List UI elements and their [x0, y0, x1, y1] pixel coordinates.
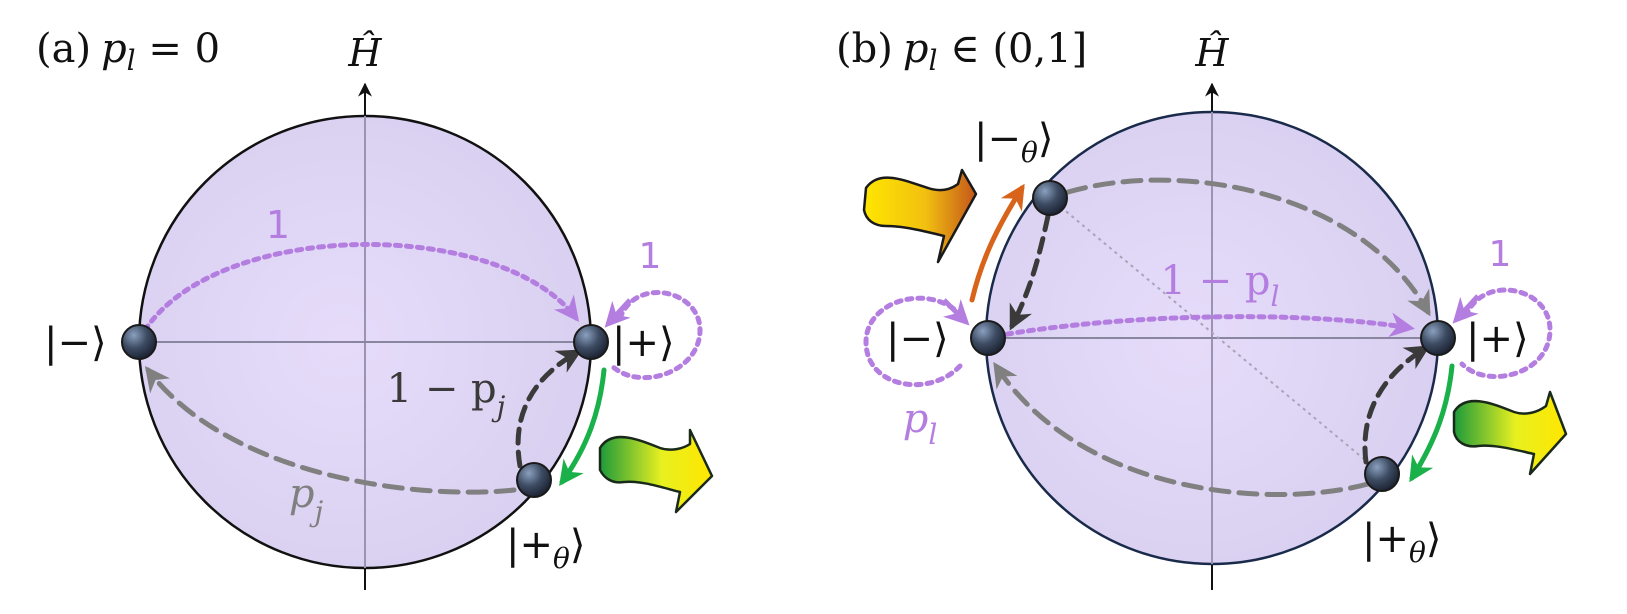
panel-b-plus-label: |+⟩ [1466, 316, 1529, 362]
panel-b-minus-theta-close: ⟩ [1038, 116, 1054, 162]
panel-a-cond-rest: = 0 [136, 26, 220, 72]
panel-a-plus-theta-sub: θ [553, 542, 570, 575]
panel-b-absorption-arrow [862, 168, 978, 264]
panel-b-self-loop-plus [1459, 287, 1553, 379]
panel-b-title: (b)pl ∈ (0,1] [836, 26, 1087, 77]
panel-b-green-arc [1409, 363, 1455, 483]
panel-b-middle-label: 1 − pl [1161, 258, 1280, 313]
panel-a-self-loop [609, 290, 703, 381]
panel-b-plus-theta-sub: θ [1409, 536, 1426, 569]
panel-b-cond-sub: l [928, 44, 937, 77]
panel-b-axis-label: Ĥ [1194, 31, 1229, 75]
panel-a-plus-theta-main: |+ [506, 522, 553, 568]
panel-b-state-plus-theta-bead [1364, 456, 1400, 492]
panel-b-self-loop-minus-label: pl [903, 396, 938, 451]
panel-a-cond-var: p [101, 26, 127, 72]
panel-b-minus-theta-sub: θ [1021, 136, 1038, 169]
panel-b-emission-arrow [1452, 390, 1568, 476]
panel-a-axis-label: Ĥ [347, 31, 382, 75]
panel-b-self-loop-minus-head [942, 298, 970, 326]
panel-b-minus-theta-label: |−θ⟩ [974, 116, 1053, 169]
panel-a-self-loop-head [604, 298, 632, 328]
panel-b-state-minus-bead [970, 320, 1006, 356]
panel-b-minus-label: |−⟩ [886, 316, 949, 362]
panel-a-emission-arrow [598, 428, 714, 514]
panel-a-state-plus-theta-bead [516, 462, 552, 498]
panel-a-return-main: 1 − p [387, 366, 497, 412]
panel-a-title: (a)pl = 0 [36, 26, 220, 77]
panel-b-tag: (b) [836, 26, 893, 72]
panel-b-orange-arc [969, 183, 1025, 303]
panel-a-top-arc [142, 242, 580, 333]
panel-b-diagonal-line [1049, 197, 1383, 475]
panel-b-plus-theta-label: |+θ⟩ [1362, 516, 1441, 569]
panel-b-dark-arc-left [1009, 213, 1051, 331]
panel-a-plus-label: |+⟩ [612, 320, 675, 366]
panel-b-middle-main: 1 − p [1161, 258, 1271, 304]
panel-b: (b)pl ∈ (0,1] Ĥ 1 − pl pl 1 [836, 26, 1568, 590]
panel-b-cond-var: p [903, 26, 929, 72]
panel-b-plus-theta-main: |+ [1362, 516, 1409, 562]
panel-b-self-loop-plus-label: 1 [1489, 234, 1512, 275]
panel-b-middle-arc [993, 312, 1415, 339]
panel-a-top-arc-label: 1 [266, 203, 290, 247]
panel-a-tag: (a) [36, 26, 91, 72]
panel-b-middle-sub: l [1271, 280, 1280, 313]
panel-b-minus-theta-main: |− [974, 116, 1021, 162]
panel-b-loop-minus-main: p [903, 396, 929, 442]
panel-a-return-label: 1 − pj [387, 366, 506, 423]
panel-a-green-arc [559, 367, 607, 487]
panel-b-loop-minus-sub: l [928, 418, 937, 451]
panel-b-plus-theta-close: ⟩ [1426, 516, 1442, 562]
panel-b-state-minus-theta-bead [1032, 180, 1068, 216]
panel-b-self-loop-minus [863, 295, 965, 388]
panel-a-bottom-main: p [289, 471, 315, 517]
panel-b-dark-arc-right [1362, 345, 1431, 465]
panel-b-bottom-arc [993, 361, 1371, 497]
panel-a-plus-theta-label: |+θ⟩ [506, 522, 585, 575]
panel-a-self-loop-label: 1 [639, 236, 662, 277]
panel-a: (a)pl = 0 Ĥ 1 1 pj 1 − pj |−⟩ [36, 26, 714, 590]
panel-a-dark-arc [515, 349, 583, 469]
panel-b-self-loop-plus-head [1452, 294, 1480, 324]
panel-b-cond-rest: ∈ (0,1] [937, 26, 1087, 72]
panel-a-state-minus-bead [121, 324, 157, 360]
panel-a-return-arc [144, 366, 517, 495]
panel-a-cond-sub: l [127, 44, 136, 77]
panel-b-state-plus-bead [1420, 320, 1456, 356]
panel-a-minus-label: |−⟩ [44, 320, 107, 366]
panel-a-state-plus-bead [573, 324, 609, 360]
panel-b-top-arc [1065, 177, 1431, 317]
panel-a-plus-theta-close: ⟩ [570, 522, 586, 568]
